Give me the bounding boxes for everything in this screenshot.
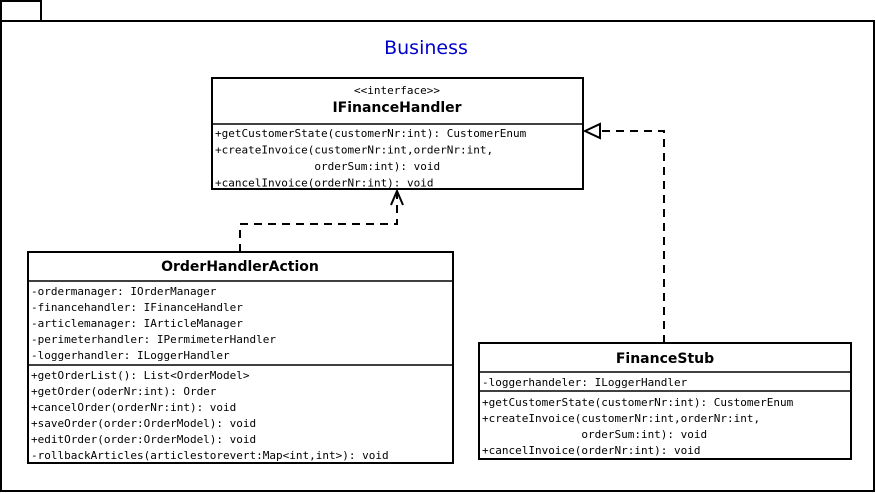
operation-line: +saveOrder(order:OrderModel): void [31, 417, 256, 430]
attributes-compartment: -ordermanager: IOrderManager -financehand… [31, 285, 276, 362]
operations-compartment: +getCustomerState(customerNr:int): Custo… [482, 396, 794, 457]
operation-line: +getCustomerState(customerNr:int): Custo… [215, 127, 527, 140]
class-stereotype: <<interface>> [354, 84, 440, 97]
class-name: IFinanceHandler [332, 100, 461, 116]
operation-line: +editOrder(order:OrderModel): void [31, 433, 256, 446]
operations-compartment: +getOrderList(): List<OrderModel> +getOrd… [31, 369, 389, 462]
attribute-line: -articlemanager: IArticleManager [31, 317, 243, 330]
attribute-line: -financehandler: IFinanceHandler [31, 301, 243, 314]
operation-line: +createInvoice(customerNr:int,orderNr:in… [215, 144, 493, 157]
package-title: Business [384, 37, 468, 59]
attribute-line: -ordermanager: IOrderManager [31, 285, 217, 298]
realization-orderhandler-to-ifinancehandler [239, 192, 398, 252]
operation-line: orderSum:int): void [215, 160, 440, 173]
operation-line: -rollbackArticles(articlestorevert:Map<i… [31, 449, 389, 462]
class-name: FinanceStub [616, 351, 714, 367]
operation-line: +getCustomerState(customerNr:int): Custo… [482, 396, 794, 409]
operation-line: orderSum:int): void [482, 428, 707, 441]
operation-line: +cancelInvoice(orderNr:int): void [215, 177, 434, 190]
class-financestub[interactable]: FinanceStub -loggerhandeler: ILoggerHand… [478, 342, 852, 460]
operation-line: +getOrderList(): List<OrderModel> [31, 369, 250, 382]
realization-arrowhead [582, 122, 601, 140]
operation-line: +cancelOrder(orderNr:int): void [31, 401, 236, 414]
class-ifinancehandler[interactable]: <<interface>> IFinanceHandler +getCustom… [211, 77, 584, 190]
package-tab [0, 0, 42, 22]
class-name: OrderHandlerAction [161, 259, 319, 275]
class-orderhandleraction[interactable]: OrderHandlerAction -ordermanager: IOrder… [27, 251, 454, 464]
operations-compartment: +getCustomerState(customerNr:int): Custo… [215, 127, 527, 190]
class-box [478, 342, 852, 460]
attributes-compartment: -loggerhandeler: ILoggerHandler [482, 376, 688, 389]
operation-line: +createInvoice(customerNr:int,orderNr:in… [482, 412, 760, 425]
class-box [211, 77, 584, 190]
operation-line: +getOrder(oderNr:int): Order [31, 385, 217, 398]
attribute-line: -perimeterhandler: IPermimeterHandler [31, 333, 276, 346]
class-box [27, 251, 454, 464]
attribute-line: -loggerhandeler: ILoggerHandler [482, 376, 688, 389]
dependency-arrowhead [390, 188, 404, 206]
realization-financestub-to-ifinancehandler [600, 130, 665, 343]
operation-line: +cancelInvoice(orderNr:int): void [482, 444, 701, 457]
attribute-line: -loggerhandler: ILoggerHandler [31, 349, 230, 362]
